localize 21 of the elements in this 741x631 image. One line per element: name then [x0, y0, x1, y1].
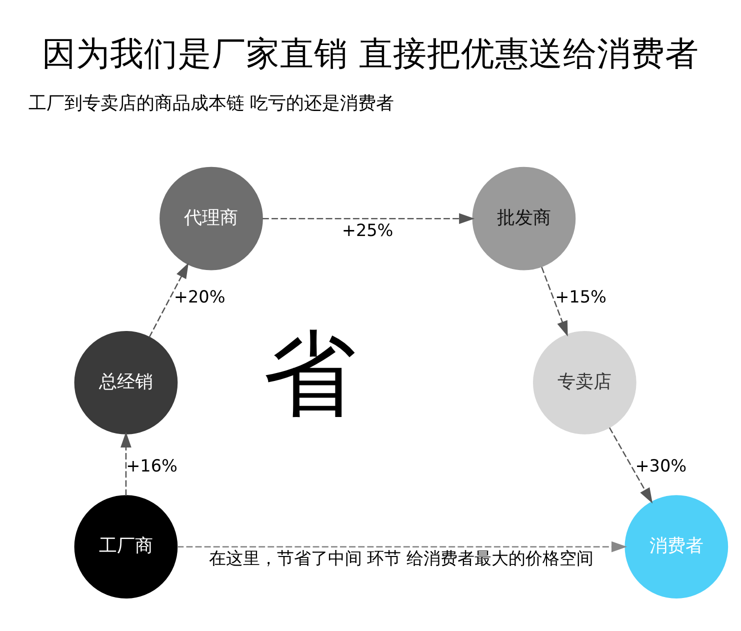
edge-label: 在这里，节省了中间 环节 给消费者最大的价格空间	[208, 548, 594, 568]
edge-label: +15%	[555, 286, 606, 306]
arrow	[148, 262, 189, 338]
label: 省	[262, 320, 356, 428]
arrow	[541, 266, 568, 336]
node-circle: 批发商	[472, 166, 576, 270]
arrow	[177, 541, 627, 552]
node-circle: 工厂商	[74, 495, 178, 598]
edge-label: +25%	[342, 220, 394, 240]
diagram-title: 因为我们是厂家直销 直接把优惠送给消费者	[42, 34, 699, 74]
edge-label: +20%	[174, 286, 226, 306]
arrow	[120, 432, 132, 496]
edge-label: +16%	[126, 456, 178, 476]
edge-label: +30%	[635, 456, 687, 476]
node-circle: 代理商	[160, 166, 263, 270]
label: 工厂到专卖店的商品成本链 吃亏的还是消费者	[28, 93, 394, 114]
arrow	[262, 213, 475, 224]
node-circle: 消费者	[624, 495, 728, 598]
arrow	[608, 427, 653, 504]
node-circle: 专卖店	[532, 331, 636, 434]
node-circle: 总经销	[74, 331, 178, 434]
